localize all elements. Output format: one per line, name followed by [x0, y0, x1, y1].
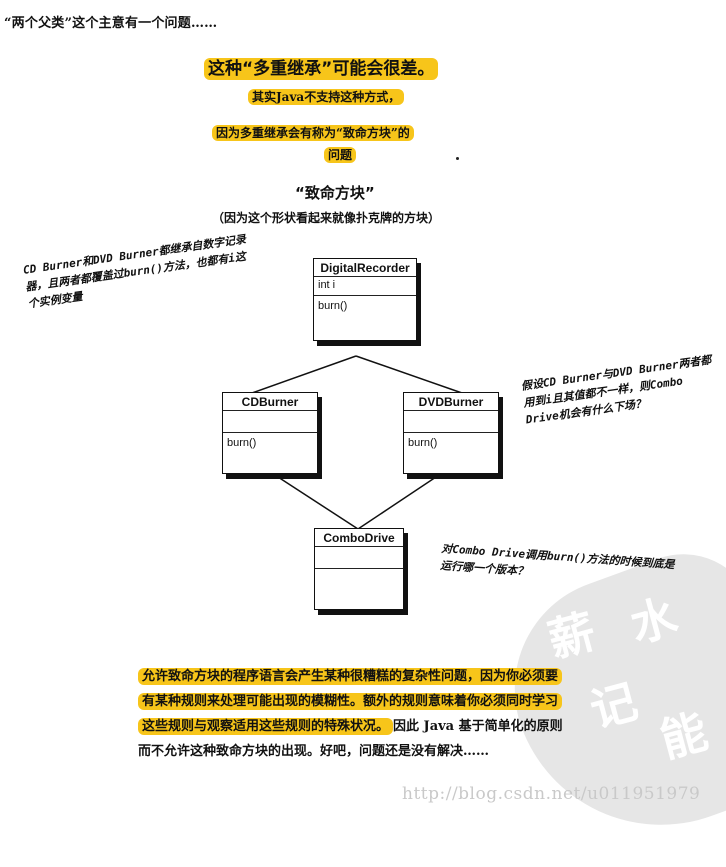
stray-dot	[456, 157, 459, 160]
class-attributes	[223, 411, 317, 433]
heading-main: 这种“多重继承”可能会很差。	[204, 54, 439, 80]
explanation-paragraph: 允许致命方块的程序语言会产生某种很糟糕的复杂性问题，因为你必须要有某种规则来处理…	[138, 664, 568, 764]
heading-line3-text: 因为多重继承会有称为“致命方块”的	[212, 125, 414, 141]
class-methods	[315, 569, 403, 609]
inheritance-lines	[251, 355, 463, 530]
diagram-title: “致命方块”	[295, 184, 375, 202]
class-attributes	[404, 411, 498, 433]
diagram-subtitle: （因为这个形状看起来就像扑克牌的方块）	[212, 211, 441, 225]
class-attributes	[315, 547, 403, 569]
class-methods: burn()	[318, 300, 348, 312]
heading-line2: 其实Java不支持这种方式，	[248, 88, 405, 105]
class-attributes: int i	[314, 277, 416, 296]
watermark-url: http://blog.csdn.net/u011951979	[402, 784, 701, 804]
intro-text: “两个父类”这个主意有一个问题……	[4, 16, 218, 31]
heading-line3-cont: 问题	[324, 146, 357, 163]
heading-line2-text: 其实Java不支持这种方式，	[248, 89, 405, 105]
class-box-digitalrecorder: DigitalRecorder int i burn()	[313, 258, 417, 341]
class-name: DigitalRecorder	[314, 259, 416, 277]
heading-line3: 因为多重继承会有称为“致命方块”的	[212, 124, 414, 141]
paragraph-highlighted: 允许致命方块的程序语言会产生某种很糟糕的复杂性问题，因为你必须要有某种规则来处理…	[138, 668, 563, 735]
heading-line3-cont-text: 问题	[324, 147, 357, 163]
class-box-dvdburner: DVDBurner burn()	[403, 392, 499, 474]
paragraph-plain: 因此 Java 基于简单化的原则而不允许这种致命方块的出现。好吧，问题还是没有解…	[138, 719, 563, 759]
class-name: CDBurner	[223, 393, 317, 411]
class-methods: burn()	[408, 437, 438, 449]
class-methods: burn()	[227, 437, 257, 449]
class-box-combodrive: ComboDrive	[314, 528, 404, 610]
class-name: ComboDrive	[315, 529, 403, 547]
class-box-cdburner: CDBurner burn()	[222, 392, 318, 474]
heading-main-text: 这种“多重继承”可能会很差。	[204, 58, 439, 80]
class-name: DVDBurner	[404, 393, 498, 411]
